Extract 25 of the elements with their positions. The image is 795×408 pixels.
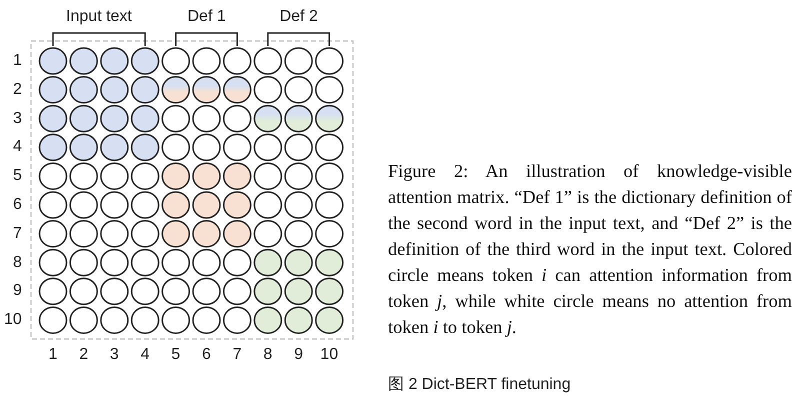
figure-caption: 图 2 Dict-BERT finetuning	[388, 375, 571, 395]
group-label: Def 1	[188, 8, 226, 26]
column-number: 2	[79, 346, 88, 364]
row-number: 1	[13, 52, 22, 70]
column-number: 10	[320, 346, 338, 364]
group-label: Input text	[66, 8, 132, 26]
row-number: 9	[13, 282, 22, 300]
column-number: 5	[171, 346, 180, 364]
column-number: 4	[140, 346, 150, 364]
column-number: 8	[263, 346, 272, 364]
row-number: 5	[13, 167, 22, 186]
figure-caption-paragraph: Figure 2: An illustration of knowledge-visible attention matrix. “Def 1” is the dictionary definition of the second word in the input text, and “Def 2” is the definition of the third word in the input text. Colored circle means token i can attention information from token j, while white circle means no attention from token i to token j.	[388, 160, 792, 339]
row-number: 7	[13, 224, 22, 243]
column-number: 7	[232, 346, 242, 364]
row-number: 3	[13, 110, 22, 128]
column-number: 1	[48, 346, 58, 364]
row-number: 10	[4, 311, 22, 330]
column-number: 6	[202, 346, 211, 364]
row-number: 2	[13, 80, 22, 99]
row-number: 8	[13, 254, 22, 272]
row-number: 6	[13, 196, 22, 214]
group-label: Def 2	[280, 8, 318, 26]
row-number: 4	[13, 138, 22, 156]
column-number: 9	[294, 346, 303, 364]
column-number: 3	[110, 346, 119, 364]
